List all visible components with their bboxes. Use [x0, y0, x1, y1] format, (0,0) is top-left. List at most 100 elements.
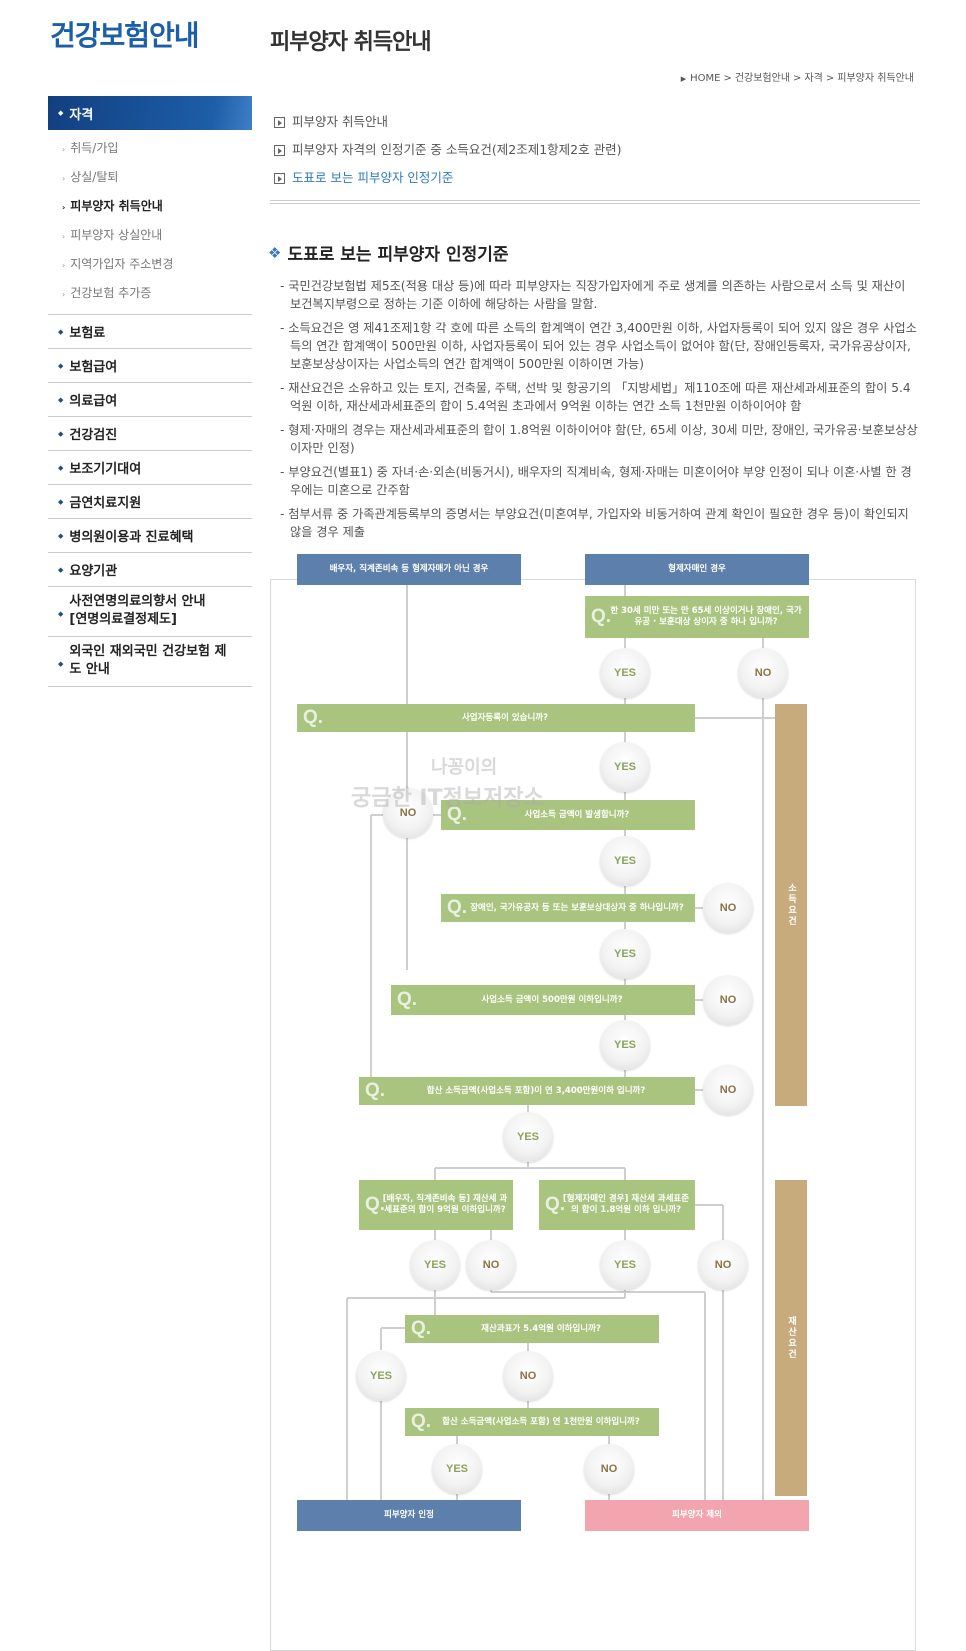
flow-yes-circle: YES	[356, 1351, 406, 1401]
diamond-bullet-icon: ◆	[58, 497, 64, 506]
breadcrumb-item[interactable]: 자격	[804, 73, 823, 84]
sidebar-category[interactable]: ◆보조기기대여	[48, 451, 252, 485]
diamond-bullet-icon: ◆	[58, 660, 64, 668]
diamond-bullet-icon: ◆	[58, 463, 64, 472]
sidebar-sub-item[interactable]: ›취득/가입	[62, 141, 119, 155]
chevron-right-icon: ›	[62, 261, 66, 270]
site-title: 건강보험안내	[50, 19, 200, 52]
flow-yes-circle: YES	[600, 648, 650, 698]
breadcrumb-current: 피부양자 취득안내	[837, 73, 914, 84]
diamond-bullet-icon: ◆	[58, 610, 64, 618]
section-title: ❖도표로 보는 피부양자 인정기준	[268, 243, 509, 266]
flow-no-circle: NO	[584, 1444, 634, 1494]
diamond-cluster-icon: ❖	[268, 243, 282, 262]
flow-question-property-9: Q.[배우자, 직계존비속 등] 재산세 과세표준의 합이 9억원 이하입니까?	[359, 1180, 513, 1230]
list-item: - 부양요건(별표1) 중 자녀·손·외손(비동거시), 배우자의 직계비속, …	[280, 465, 912, 497]
flow-question-disabled: Q.장애인, 국가유공자 등 또는 보훈보상대상자 중 하나입니까?	[441, 894, 695, 922]
flow-no-circle: NO	[703, 975, 753, 1025]
chevron-right-icon: ›	[62, 232, 66, 241]
breadcrumb-item[interactable]: 건강보험안내	[734, 73, 791, 84]
diamond-bullet-icon: ◆	[58, 429, 64, 438]
list-item: - 첨부서류 중 가족관계등록부의 증명서는 부양요건(미혼여부, 가입자와 비…	[280, 507, 909, 539]
divider	[270, 200, 920, 204]
flow-yes-circle: YES	[503, 1112, 553, 1162]
flow-result-approved: 피부양자 인정	[297, 1500, 521, 1531]
flow-yes-circle: YES	[600, 1240, 650, 1290]
flowchart-connectors	[346, 585, 775, 1500]
page-title: 피부양자 취득안내	[270, 30, 432, 55]
flow-no-circle: NO	[466, 1240, 516, 1290]
flow-no-circle: NO	[503, 1351, 553, 1401]
sidebar-category[interactable]: ◆병의원이용과 진료혜택	[48, 519, 252, 553]
flow-question-income-1000: Q.합산 소득금액(사업소득 포함) 연 1천만원 이하입니까?	[405, 1408, 659, 1436]
diamond-bullet-icon: ◆	[58, 565, 64, 574]
flow-yes-circle: YES	[410, 1240, 460, 1290]
arrow-box-icon	[274, 116, 285, 128]
flow-question-income-3400: Q.합산 소득금액(사업소득 포함)이 연 3,400만원이하 입니까?	[359, 1077, 695, 1105]
chevron-right-icon: ›	[62, 145, 66, 154]
list-item: - 형제·자매의 경우는 재산세과세표준의 합이 1.8억원 이하이어야 함(단…	[280, 423, 918, 455]
sidebar-sub-item[interactable]: ›피부양자 상실안내	[62, 228, 163, 242]
flow-yes-circle: YES	[600, 742, 650, 792]
flow-no-circle: NO	[383, 788, 433, 838]
diamond-bullet-icon: ◆	[58, 531, 64, 540]
sidebar-category[interactable]: ◆의료급여	[48, 383, 252, 417]
list-item: - 국민건강보험법 제5조(적용 대상 등)에 따라 피부양자는 직장가입자에게…	[280, 279, 906, 311]
watermark-line2: 궁금한 IT정보저장소	[351, 786, 544, 811]
flow-result-excluded: 피부양자 제외	[585, 1500, 809, 1531]
toc-link[interactable]: 피부양자 취득안내	[274, 108, 621, 136]
flow-question-sibling-age: Q.한 30세 미만 또는 만 65세 이상이거나 장애인, 국가유공 · 보훈…	[585, 596, 809, 638]
sidebar-category-qualification[interactable]: ◆자격	[48, 96, 252, 130]
flow-property-requirement-bar: 재산요건	[775, 1180, 807, 1496]
sidebar-sub-item[interactable]: ›상실/탈퇴	[62, 170, 119, 184]
flow-no-circle: NO	[738, 648, 788, 698]
criteria-list: - 국민건강보험법 제5조(적용 대상 등)에 따라 피부양자는 직장가입자에게…	[280, 277, 920, 547]
flow-question-property-5.4: Q.재산과표가 5.4억원 이하입니까?	[405, 1315, 659, 1343]
sidebar-category[interactable]: ◆요양기관	[48, 553, 252, 587]
diamond-bullet-icon: ◆	[58, 361, 64, 370]
flow-question-property-1.8: Q.[형제자매인 경우] 재산세 과세표준의 합이 1.8억원 이하 입니까?	[539, 1180, 695, 1230]
diamond-bullet-icon: ◆	[58, 109, 64, 117]
arrow-box-icon	[274, 172, 285, 184]
list-item: - 소득요건은 영 제41조제1항 각 호에 따른 소득의 합계액이 연간 3,…	[280, 321, 917, 371]
toc-link[interactable]: 피부양자 자격의 인정기준 중 소득요건(제2조제1항제2호 관련)	[274, 136, 621, 164]
breadcrumb: ▶HOME>건강보험안내>자격>피부양자 취득안내	[680, 73, 914, 84]
toc-link-selected[interactable]: 도표로 보는 피부양자 인정기준	[274, 164, 621, 192]
chevron-right-icon: ›	[62, 203, 66, 212]
sidebar-sub-list: ›취득/가입 ›상실/탈퇴 ›피부양자 취득안내 ›피부양자 상실안내 ›지역가…	[48, 130, 252, 315]
sidebar-category[interactable]: ◆보험료	[48, 315, 252, 349]
sidebar-sub-item-current[interactable]: ›피부양자 취득안내	[62, 199, 163, 213]
chevron-right-icon: ›	[62, 290, 66, 299]
chevron-right-icon: ›	[62, 174, 66, 183]
arrow-box-icon	[274, 144, 285, 156]
watermark-line1: 나꽁이의	[431, 757, 498, 778]
sidebar-category-advance-directive[interactable]: ◆사전연명의료의향서 안내[연명의료결정제도]	[48, 587, 252, 637]
flow-start-non-sibling: 배우자, 직계존비속 등 형제자매가 아닌 경우	[297, 554, 521, 585]
flow-no-circle: NO	[703, 883, 753, 933]
diamond-bullet-icon: ◆	[58, 327, 64, 336]
flow-no-circle: NO	[703, 1065, 753, 1115]
sidebar-category[interactable]: ◆금연치료지원	[48, 485, 252, 519]
dependent-criteria-flowchart: 배우자, 직계존비속 등 형제자매가 아닌 경우 형제자매인 경우 Q.한 30…	[270, 554, 916, 1651]
list-item: - 재산요건은 소유하고 있는 토지, 건축물, 주택, 선박 및 항공기의 「…	[280, 381, 911, 413]
flow-yes-circle: YES	[600, 836, 650, 886]
sidebar-category[interactable]: ◆보험급여	[48, 349, 252, 383]
flow-start-sibling: 형제자매인 경우	[585, 554, 809, 585]
flow-question-income-500: Q.사업소득 금액이 500만원 이하입니까?	[391, 985, 695, 1015]
diamond-bullet-icon: ◆	[58, 395, 64, 404]
sidebar-sub-item[interactable]: ›건강보험 추가증	[62, 286, 152, 300]
content-toc: 피부양자 취득안내 피부양자 자격의 인정기준 중 소득요건(제2조제1항제2호…	[274, 108, 621, 192]
flow-yes-circle: YES	[600, 929, 650, 979]
breadcrumb-arrow-icon: ▶	[680, 75, 687, 83]
sidebar-category[interactable]: ◆건강검진	[48, 417, 252, 451]
breadcrumb-home[interactable]: HOME	[690, 73, 721, 84]
sidebar-sub-item[interactable]: ›지역가입자 주소변경	[62, 257, 174, 271]
flow-yes-circle: YES	[600, 1020, 650, 1070]
flow-no-circle: NO	[698, 1240, 748, 1290]
flow-income-requirement-bar: 소득요건	[775, 704, 807, 1106]
flow-question-business-registration: Q.사업자등록이 있습니까?	[297, 704, 695, 732]
flow-yes-circle: YES	[432, 1444, 482, 1494]
flow-question-business-income: Q.사업소득 금액이 발생합니까?	[441, 800, 695, 830]
sidebar-nav: ◆자격 ›취득/가입 ›상실/탈퇴 ›피부양자 취득안내 ›피부양자 상실안내 …	[48, 96, 252, 687]
